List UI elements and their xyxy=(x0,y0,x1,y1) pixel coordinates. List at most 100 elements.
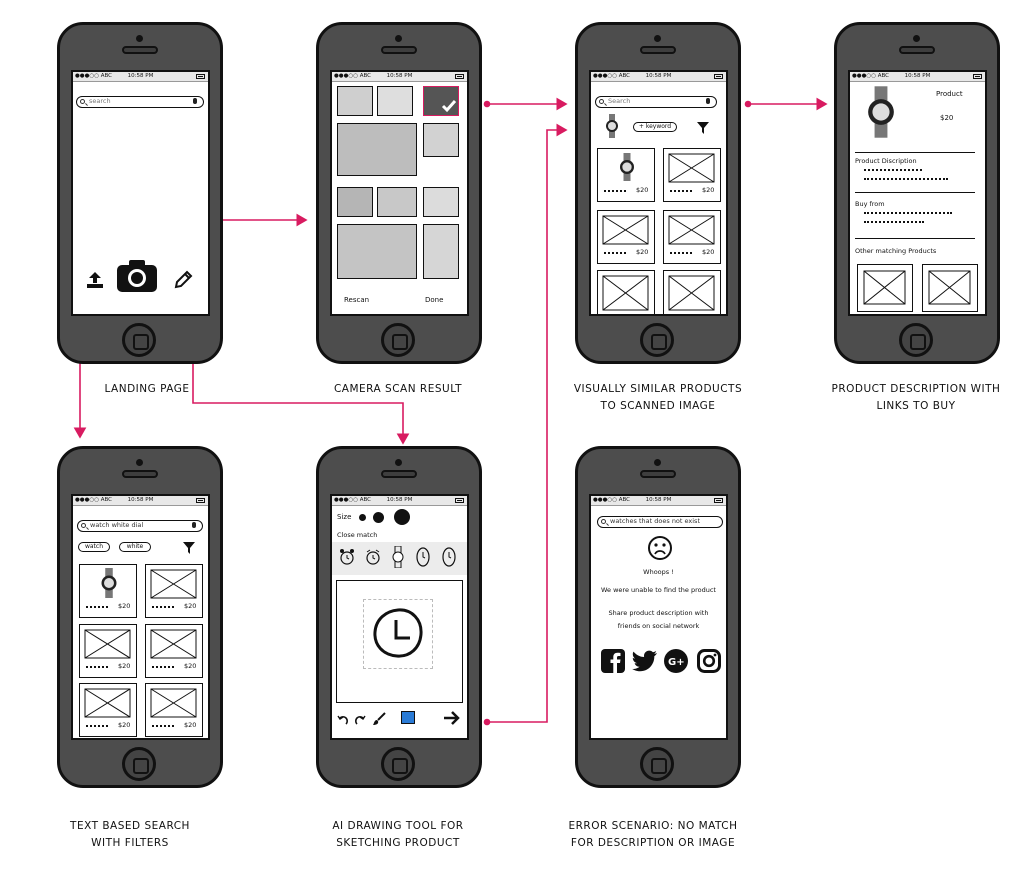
check-icon xyxy=(441,100,457,113)
filter-icon[interactable] xyxy=(697,122,709,134)
image-placeholder xyxy=(84,629,131,659)
front-camera xyxy=(395,35,402,42)
clock-icon[interactable] xyxy=(442,546,456,568)
caption-landing: LANDING PAGE xyxy=(104,383,190,395)
rescan-button[interactable]: Rescan xyxy=(344,296,370,304)
product-card[interactable]: $20 xyxy=(79,624,137,678)
image-placeholder xyxy=(150,569,197,599)
twitter-icon[interactable] xyxy=(632,650,658,672)
description-scribble xyxy=(864,169,922,172)
watch-icon xyxy=(620,153,634,181)
front-camera xyxy=(913,35,920,42)
pencil-icon[interactable] xyxy=(173,270,193,290)
redo-icon[interactable] xyxy=(354,714,366,726)
product-description-screen: ●●●○○ ABC 10:58 PM Product $20 Product D… xyxy=(848,70,987,316)
caption-product-description: PRODUCT DESCRIPTION WITH LINKS TO BUY xyxy=(831,383,1001,412)
scan-thumb[interactable] xyxy=(423,224,459,279)
upload-icon[interactable] xyxy=(85,270,105,290)
brush-size-medium[interactable] xyxy=(373,512,384,523)
search-input[interactable]: search xyxy=(76,96,204,108)
scan-thumb[interactable] xyxy=(337,86,373,116)
phone-error-scenario: ●●●○○ ABC 10:58 PM watches that does not… xyxy=(575,446,741,788)
search-input[interactable]: Search xyxy=(595,96,717,108)
mic-icon[interactable] xyxy=(193,98,197,104)
buy-from-scribble[interactable] xyxy=(864,212,952,215)
scan-thumb[interactable] xyxy=(377,187,417,217)
undo-icon[interactable] xyxy=(337,714,349,726)
product-name-scribble xyxy=(152,606,174,609)
filter-icon[interactable] xyxy=(183,542,195,554)
product-card[interactable]: $20 xyxy=(597,210,655,264)
brush-size-large[interactable] xyxy=(394,509,410,525)
matching-product-card[interactable] xyxy=(922,264,978,312)
buy-from-heading: Buy from xyxy=(855,200,885,208)
watch-icon[interactable] xyxy=(392,546,404,568)
product-card[interactable] xyxy=(597,270,655,314)
divider xyxy=(855,192,975,193)
image-placeholder xyxy=(602,275,649,311)
brush-size-small[interactable] xyxy=(359,514,366,521)
share-message-line-1: Share product description with xyxy=(608,609,709,617)
product-card[interactable]: $20 xyxy=(145,683,203,737)
product-card[interactable]: $20 xyxy=(79,564,137,618)
mic-icon[interactable] xyxy=(706,98,710,104)
image-placeholder xyxy=(150,688,197,718)
home-button[interactable] xyxy=(899,323,933,357)
scan-photo-large[interactable] xyxy=(337,224,417,279)
product-name-scribble xyxy=(670,190,692,193)
matching-product-card[interactable] xyxy=(857,264,913,312)
camera-scan-screen: ●●●○○ ABC 10:58 PM Rescan Done xyxy=(330,70,469,316)
buy-from-scribble[interactable] xyxy=(864,221,924,224)
scan-thumb[interactable] xyxy=(423,123,459,157)
home-button[interactable] xyxy=(122,747,156,781)
similar-products-screen: ●●●○○ ABC 10:58 PM Search + keyword $20 xyxy=(589,70,728,316)
product-card[interactable]: $20 xyxy=(597,148,655,202)
product-card[interactable] xyxy=(663,270,721,314)
canvas-guide xyxy=(363,599,433,669)
scan-thumb[interactable] xyxy=(423,187,459,217)
home-button[interactable] xyxy=(381,323,415,357)
product-card[interactable]: $20 xyxy=(145,564,203,618)
drawing-canvas[interactable] xyxy=(336,580,463,703)
product-description-heading: Product Discription xyxy=(855,157,917,165)
close-match-label: Close match xyxy=(337,531,378,539)
instagram-icon[interactable] xyxy=(697,649,721,673)
product-card[interactable]: $20 xyxy=(145,624,203,678)
google-plus-icon[interactable]: G+ xyxy=(664,649,688,673)
home-button[interactable] xyxy=(122,323,156,357)
scan-thumb[interactable] xyxy=(337,187,373,217)
product-card[interactable]: $20 xyxy=(79,683,137,737)
alarm-clock-icon[interactable] xyxy=(365,548,381,566)
product-name-scribble xyxy=(86,606,108,609)
color-picker[interactable] xyxy=(401,711,415,724)
home-button[interactable] xyxy=(381,747,415,781)
watch-icon xyxy=(606,114,618,138)
phone-drawing-tool: ●●●○○ ABC 10:58 PM Size Close match xyxy=(316,446,482,788)
brush-icon[interactable] xyxy=(372,712,386,726)
product-name-scribble xyxy=(86,666,108,669)
clock-icon[interactable] xyxy=(416,546,430,568)
image-placeholder xyxy=(928,270,971,305)
camera-icon[interactable] xyxy=(116,259,158,293)
facebook-icon[interactable] xyxy=(601,649,625,673)
front-camera xyxy=(395,459,402,466)
home-button[interactable] xyxy=(640,747,674,781)
tag-chip[interactable]: watch xyxy=(78,542,110,552)
phone-camera-scan: ●●●○○ ABC 10:58 PM Rescan Done xyxy=(316,22,482,364)
done-button[interactable]: Done xyxy=(425,296,444,304)
search-input[interactable]: watch white dial xyxy=(77,520,203,532)
status-bar: ●●●○○ ABC 10:58 PM xyxy=(73,72,208,82)
home-button[interactable] xyxy=(640,323,674,357)
keyword-chip[interactable]: + keyword xyxy=(633,122,677,132)
product-card[interactable]: $20 xyxy=(663,148,721,202)
arrow-right-icon[interactable] xyxy=(443,710,461,726)
scan-photo-large[interactable] xyxy=(337,123,417,176)
scan-thumb[interactable] xyxy=(377,86,413,116)
product-card[interactable]: $20 xyxy=(663,210,721,264)
search-input[interactable]: watches that does not exist xyxy=(597,516,723,528)
alarm-clock-icon[interactable] xyxy=(339,548,355,566)
mic-icon[interactable] xyxy=(192,522,196,528)
tag-chip[interactable]: white xyxy=(119,542,151,552)
text-search-screen: ●●●○○ ABC 10:58 PM watch white dial watc… xyxy=(71,494,210,740)
scan-thumb-selected[interactable] xyxy=(423,86,459,116)
